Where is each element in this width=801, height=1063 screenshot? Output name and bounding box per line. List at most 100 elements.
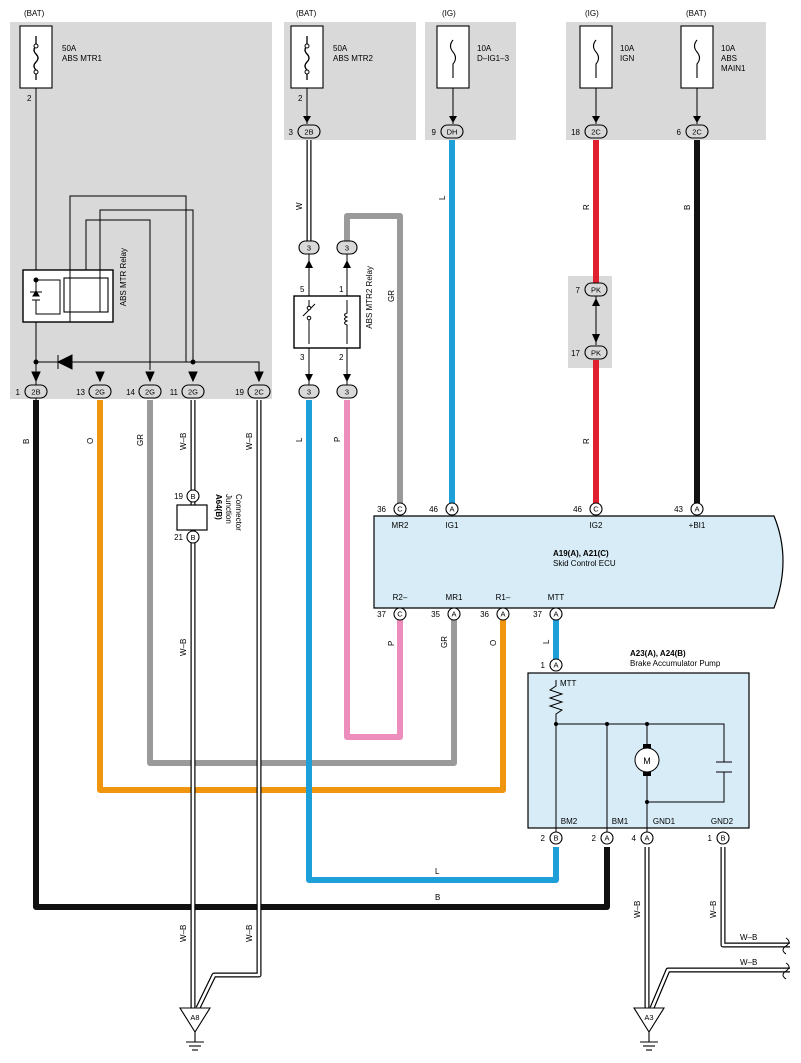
wire-wb-right: [650, 968, 790, 1009]
conn-dh-code: DH: [447, 128, 458, 137]
fuses: [19, 25, 714, 400]
conn-2c18-num: 18: [571, 128, 580, 137]
conn-2c19-code: 2C: [254, 388, 264, 397]
pump-bot-pin2-num: 2: [592, 834, 597, 843]
ecu-top-pin1-label: MR2: [392, 521, 409, 530]
labels: (BAT) (BAT) (IG) (IG) (BAT) 50A ABS MTR1…: [16, 9, 758, 1022]
pump-bot-pin2-label: BM1: [612, 817, 629, 826]
conn-2g13-num: 13: [76, 388, 85, 397]
ground-a8-label: A8: [190, 1013, 199, 1022]
ecu-bot-pin3-code: A: [500, 610, 505, 619]
wire-label-wb-pump1: W–B: [633, 901, 642, 918]
wire-label-o-left: O: [86, 438, 95, 444]
wire-label-wb-right1: W–B: [740, 933, 757, 942]
wire-label-wb-right2: W–B: [740, 958, 757, 967]
wire-blue-l-left: [306, 400, 559, 883]
wire-label-p-left: P: [333, 437, 342, 442]
ecu-bot-pin4-label: MTT: [548, 593, 565, 602]
relay2-pin2: 2: [339, 353, 344, 362]
fuse3-amp: 10A: [477, 44, 492, 53]
pump-bot-pin1-label: BM2: [561, 817, 578, 826]
pump-subtitle: Brake Accumulator Pump: [630, 659, 721, 668]
wire-pink-p: [344, 400, 403, 740]
conn-2g14-code: 2G: [145, 388, 155, 397]
ecu-bot-pin1-code: C: [397, 610, 403, 619]
conn-2g13-code: 2G: [95, 388, 105, 397]
conn-2c18-code: 2C: [591, 128, 601, 137]
ecu-top-pin1-num: 36: [377, 505, 386, 514]
connector-ovals: [24, 124, 730, 845]
conn-2g11-num: 11: [170, 388, 179, 397]
fuse1-pin: 2: [27, 94, 32, 103]
wire-black-b-left: [33, 400, 610, 910]
pump-bot-pin1-code: B: [553, 834, 558, 843]
pump-bot-pin2-code: A: [604, 834, 609, 843]
jc-pin21-num: 21: [174, 533, 183, 542]
jc-pin19-num: 19: [174, 492, 183, 501]
ecu-bot-pin1-label: R2–: [393, 593, 408, 602]
wire-label-gr-ecu: GR: [440, 636, 449, 648]
wire-label-r-top: R: [582, 204, 591, 210]
ecu-bot-pin1-num: 37: [377, 610, 386, 619]
source-ig-2: (IG): [585, 9, 599, 18]
fuse-ign: [579, 25, 613, 124]
ecu-top-pin3-label: IG2: [590, 521, 603, 530]
abs-mtr-relay: [22, 195, 264, 383]
fuse4-name: IGN: [620, 54, 634, 63]
wire-label-wb-bot2: W–B: [245, 925, 254, 942]
wire-label-b-left: B: [22, 439, 31, 444]
fuse-d-ig1-3: [436, 25, 470, 124]
ecu-bot-pin3-label: R1–: [496, 593, 511, 602]
ecu-top-pin3-code: C: [593, 505, 599, 514]
ground-a3-label: A3: [644, 1013, 653, 1022]
pump-bot-pin1-num: 2: [541, 834, 546, 843]
break-mark-1: [782, 937, 790, 955]
wire-label-wb-bot1: W–B: [179, 925, 188, 942]
ecu-bot-pin2-num: 35: [431, 610, 440, 619]
wire-label-gr-left: GR: [136, 434, 145, 446]
jc-pin19-code: B: [190, 492, 195, 501]
brake-accumulator-pump: [527, 672, 750, 838]
pump-bot-pin4-num: 1: [708, 834, 713, 843]
fuse1-name: ABS MTR1: [62, 54, 103, 63]
fuse5-name-2: MAIN1: [721, 64, 746, 73]
pump-top-pin-num: 1: [541, 661, 546, 670]
wire-label-wb-left: W–B: [179, 433, 188, 450]
conn-pk7-code: PK: [591, 286, 601, 295]
pump-title: A23(A), A24(B): [630, 649, 686, 658]
ecu-title: A19(A), A21(C): [553, 549, 609, 558]
fuse2-amp: 50A: [333, 44, 348, 53]
relay2-pin3: 3: [300, 353, 305, 362]
ecu-bot-pin3-num: 36: [480, 610, 489, 619]
wire-label-r-mid: R: [582, 438, 591, 444]
jc-pin21-code: B: [190, 533, 195, 542]
conn-r3a: 3: [307, 244, 311, 253]
wire-gray-gr-top: [344, 213, 403, 504]
jc-name-2: Junction: [224, 494, 233, 524]
relay2-pin5: 5: [300, 285, 305, 294]
conn-2b1-code: 2B: [31, 388, 40, 397]
conn-r3d: 3: [345, 388, 349, 397]
wire-wb-19: [196, 400, 261, 1009]
fuse5-name-1: ABS: [721, 54, 737, 63]
source-bat-3: (BAT): [686, 9, 707, 18]
wire-orange-o: [97, 400, 506, 793]
wire-label-b-top: B: [683, 205, 692, 210]
fuse3-name: D–IG1–3: [477, 54, 510, 63]
pump-bot-pin3-label: GND1: [653, 817, 676, 826]
relay2-pin1: 1: [339, 285, 344, 294]
skid-control-ecu: [373, 515, 784, 609]
fuse-abs-mtr2: [290, 25, 324, 124]
conn-2b1-num: 1: [16, 388, 21, 397]
conn-pk7-num: 7: [576, 286, 581, 295]
motor-symbol: M: [643, 756, 651, 766]
wire-label-l-top: L: [438, 195, 447, 200]
ecu-bot-pin4-num: 37: [533, 610, 542, 619]
wire-gray-gr-left: [147, 400, 457, 766]
conn-r3b: 3: [345, 244, 349, 253]
source-bat-1: (BAT): [24, 9, 45, 18]
wire-label-l-bottom: L: [435, 867, 440, 876]
pump-bot-pin4-label: GND2: [711, 817, 734, 826]
pump-bot-pin3-num: 4: [632, 834, 637, 843]
fuse2-name: ABS MTR2: [333, 54, 374, 63]
